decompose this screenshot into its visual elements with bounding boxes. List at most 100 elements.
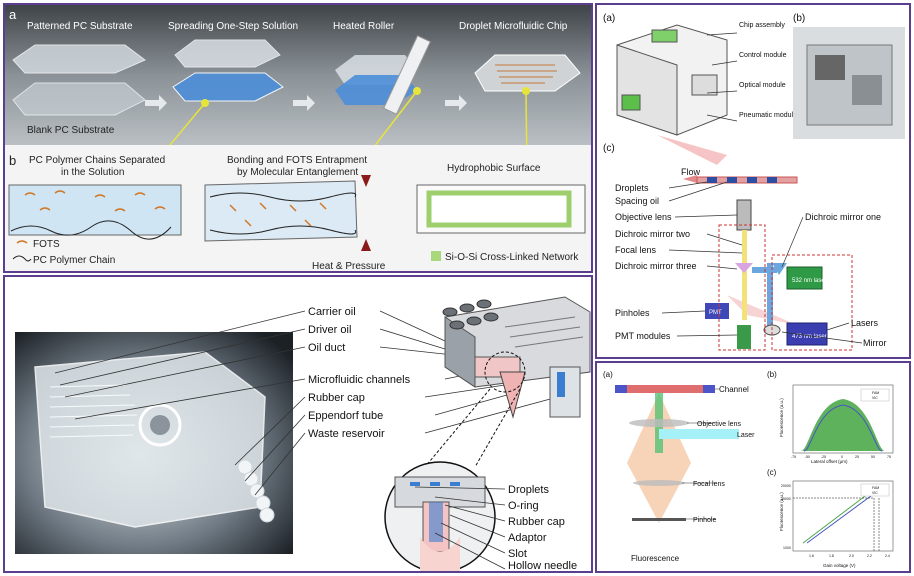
chip-3d-model — [442, 296, 591, 419]
instrument-figure: (a) (b) (c) Chip assembly Control module… — [603, 13, 905, 351]
label-rubber-cap: Rubber cap — [308, 392, 365, 404]
b-title-2b: by Molecular Entanglement — [237, 167, 358, 178]
label-b: (b) — [767, 370, 777, 379]
svg-text:1.8: 1.8 — [829, 554, 834, 558]
label-slot: Slot — [508, 548, 527, 560]
svg-text:-25: -25 — [821, 455, 826, 459]
label-c: (c) — [603, 143, 615, 154]
label-rubber-cap-2: Rubber cap — [508, 516, 565, 528]
pmt-1 — [705, 303, 729, 319]
bonding-box — [204, 180, 358, 242]
label-focal-lens: Focal lens — [615, 245, 657, 255]
label-optical-module: Optical module — [739, 82, 786, 89]
chip-center — [150, 415, 170, 435]
legend-fam-c: FAM — [872, 486, 879, 490]
legend-vic: VIC — [872, 396, 878, 400]
ylabel-c: Fluorescence (a.u.) — [779, 492, 784, 531]
label-droplets: Droplets — [615, 183, 649, 193]
label-droplets: Droplets — [508, 484, 549, 496]
label-dichroic-one: Dichroic mirror one — [805, 212, 881, 222]
spreading-blue — [172, 72, 284, 102]
xlabel-c: Gain voltage (V) — [823, 563, 856, 568]
label-chip: Droplet Microfluidic Chip — [459, 21, 568, 32]
label-473: 473 nm laser — [792, 334, 827, 340]
label-flow: Flow — [681, 167, 701, 177]
solution-box — [8, 184, 182, 236]
label-objective-lens: Objective lens — [615, 212, 672, 222]
laser-532 — [786, 266, 823, 290]
zoom-circle-small — [484, 351, 526, 393]
label-patterned: Patterned PC Substrate — [27, 21, 133, 32]
b-title-1b: in the Solution — [61, 167, 124, 178]
label-pmt-modules: PMT modules — [615, 331, 671, 341]
pinhole — [632, 518, 686, 521]
arrow-2 — [293, 95, 315, 111]
label-eppendorf-tube: Eppendorf tube — [308, 410, 383, 422]
label-pneumatic-module: Pneumatic module — [739, 112, 797, 119]
svg-text:15000: 15000 — [781, 497, 791, 501]
channel-bar — [615, 385, 715, 393]
heat-pressure-label: Heat & Pressure — [312, 261, 386, 271]
chip-photo — [474, 54, 581, 92]
pressure-arrow-top — [361, 175, 371, 187]
sio-network — [426, 190, 572, 228]
svg-text:-75: -75 — [791, 455, 796, 459]
label-532: 532 nm laser — [792, 278, 827, 284]
label-dichroic-two: Dichroic mirror two — [615, 229, 690, 239]
laser-beam — [659, 429, 739, 439]
label-carrier-oil: Carrier oil — [308, 306, 356, 318]
optics-figure: (a) (b) (c) Channel Objective lens Laser… — [603, 370, 894, 568]
laser-473 — [786, 322, 828, 346]
arrow-1 — [145, 95, 167, 111]
label-pinhole: Pinhole — [693, 517, 716, 524]
label-driver-oil: Driver oil — [308, 324, 351, 336]
legend-vic-c: VIC — [872, 491, 878, 495]
label-mirror: Mirror — [863, 338, 887, 348]
patterned-substrate — [12, 44, 146, 74]
label-microfluidic-channels: Microfluidic channels — [308, 374, 411, 386]
beam-cone — [627, 393, 691, 523]
label-laser: Laser — [737, 432, 755, 439]
label-control-module: Control module — [739, 52, 787, 59]
label-c: (c) — [767, 468, 777, 477]
label-objective: Objective lens — [697, 421, 741, 428]
fabrication-panel: a Patterned PC Substrate Spreading One-S… — [3, 3, 593, 273]
chart-b: FAM VIC Lateral offset (μm) Fluorescence… — [779, 384, 894, 464]
svg-text:2.0: 2.0 — [849, 554, 854, 558]
label-pmt: PMT — [709, 310, 722, 316]
instrument-panel: (a) (b) (c) Chip assembly Control module… — [595, 3, 911, 359]
zoom-inset — [384, 461, 496, 571]
svg-text:50: 50 — [871, 455, 875, 459]
label-a: (a) — [603, 13, 615, 24]
legend-pc: PC Polymer Chain — [33, 255, 115, 266]
label-roller: Heated Roller — [333, 21, 395, 32]
svg-text:0: 0 — [841, 455, 843, 459]
legend-fam: FAM — [872, 391, 879, 395]
ylabel-b: Fluorescence (a.u.) — [779, 398, 784, 437]
label-b: (b) — [793, 13, 805, 24]
svg-text:75: 75 — [887, 455, 891, 459]
chip-body — [34, 351, 266, 528]
spreading-top — [174, 39, 281, 68]
pressure-arrow-bottom — [361, 239, 371, 251]
xlabel-b: Lateral offset (μm) — [811, 459, 848, 464]
label-pinholes: Pinholes — [615, 308, 650, 318]
chart-c: FAM VIC Gain voltage (V) Fluorescence (a… — [779, 480, 894, 568]
chip-figure: Carrier oil Driver oil Oil duct Microflu… — [15, 296, 591, 571]
label-hollow-needle: Hollow needle — [508, 560, 577, 571]
svg-text:2.2: 2.2 — [867, 554, 872, 558]
svg-text:1000: 1000 — [783, 546, 791, 550]
chip-panel: Carrier oil Driver oil Oil duct Microflu… — [3, 275, 593, 573]
b-title-3: Hydrophobic Surface — [447, 163, 541, 174]
pmt-2 — [737, 325, 751, 349]
fots-legend-icon — [16, 240, 28, 244]
svg-text:2.4: 2.4 — [885, 554, 890, 558]
label-dichroic-three: Dichroic mirror three — [615, 261, 697, 271]
instrument-cad — [616, 24, 728, 136]
label-chip-assembly-1: Chip assembly — [739, 22, 785, 29]
label-spreading: Spreading One-Step Solution — [168, 21, 298, 32]
label-a: a — [9, 7, 17, 22]
svg-text:25: 25 — [855, 455, 859, 459]
pc-legend-icon — [12, 255, 32, 262]
svg-text:-50: -50 — [805, 455, 810, 459]
